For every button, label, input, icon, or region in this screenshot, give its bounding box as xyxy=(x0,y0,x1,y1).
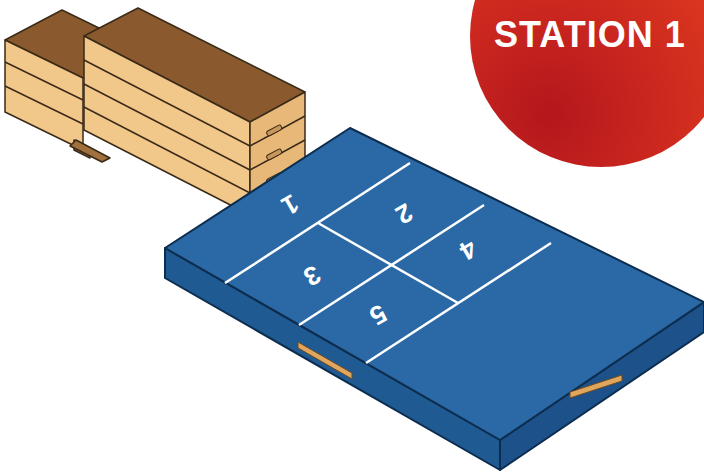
station-title: STATION 1 xyxy=(494,14,686,56)
station-badge: STATION 1 xyxy=(470,0,704,167)
mat-handle xyxy=(298,342,622,398)
mat-zone-lines xyxy=(225,163,551,363)
landing-mat xyxy=(165,128,704,470)
